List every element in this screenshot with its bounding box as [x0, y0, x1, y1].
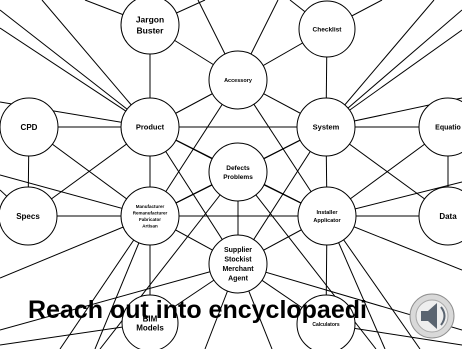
- node-label-line: Checklist: [313, 26, 343, 33]
- node-label-line: Data: [439, 212, 457, 221]
- node-label-line: Buster: [137, 25, 165, 35]
- node-label-line: BIM: [143, 314, 158, 323]
- node-label-line: Problems: [223, 174, 253, 181]
- node-circle: [120, 0, 180, 55]
- node-circle: [208, 142, 268, 202]
- node-manufacturer[interactable]: ManufacturerRemanufacturerFabricatorArti…: [120, 186, 180, 246]
- node-label-line: Equatio: [435, 124, 461, 131]
- node-circle: [298, 0, 356, 58]
- spoke-line: [0, 27, 151, 128]
- node-circle: [418, 186, 462, 246]
- node-label-line: Jargon: [136, 14, 164, 24]
- node-label-line: Supplier: [224, 247, 252, 254]
- node-circle: [121, 294, 179, 349]
- node-product[interactable]: Product: [120, 97, 180, 157]
- spoke-line: [0, 9, 151, 128]
- node-system[interactable]: System: [296, 97, 356, 157]
- node-label-line: Agent: [228, 276, 249, 283]
- node-label-line: System: [313, 123, 340, 132]
- spoke-line: [325, 9, 462, 128]
- node-label-line: Merchant: [222, 266, 254, 273]
- speaker-icon[interactable]: [409, 293, 455, 339]
- node-label-line: Models: [136, 323, 164, 332]
- node-circle: [0, 97, 59, 157]
- node-label-line: Fabricator: [139, 217, 161, 222]
- node-label-line: Remanufacturer: [133, 210, 168, 215]
- node-label-line: Specs: [16, 212, 40, 221]
- node-label-line: Artisan: [142, 223, 158, 228]
- node-label-line: Calculators: [312, 322, 339, 328]
- node-circle: [297, 186, 357, 246]
- node-circle: [296, 294, 356, 349]
- node-accessory[interactable]: Accessory: [208, 50, 268, 110]
- node-label-line: Defects: [226, 165, 250, 172]
- node-circle: [120, 97, 180, 157]
- node-label-line: Installer: [316, 210, 338, 216]
- node-data[interactable]: Data: [418, 186, 462, 246]
- node-label-line: Product: [136, 123, 165, 132]
- node-calculators[interactable]: Calculators: [296, 294, 356, 349]
- node-label-line: Accessory: [224, 78, 253, 84]
- diagram-caption: Reach out into encyclopaedi: [28, 296, 367, 324]
- node-label-line: Stockist: [224, 257, 252, 264]
- node-equation[interactable]: Equatio: [418, 97, 462, 157]
- spoke-line: [0, 263, 239, 331]
- node-circle: [0, 186, 58, 246]
- node-circle: [208, 50, 268, 110]
- node-label-line: CPD: [21, 123, 38, 132]
- node-circle: [208, 234, 268, 294]
- node-checklist[interactable]: Checklist: [298, 0, 356, 58]
- node-circle: [120, 186, 180, 246]
- node-cpd[interactable]: CPD: [0, 97, 59, 157]
- node-specs[interactable]: Specs: [0, 186, 58, 246]
- node-label-line: Manufacturer: [136, 204, 165, 209]
- node-label-line: Applicator: [313, 218, 341, 224]
- node-circle: [296, 97, 356, 157]
- node-circle: [418, 97, 462, 157]
